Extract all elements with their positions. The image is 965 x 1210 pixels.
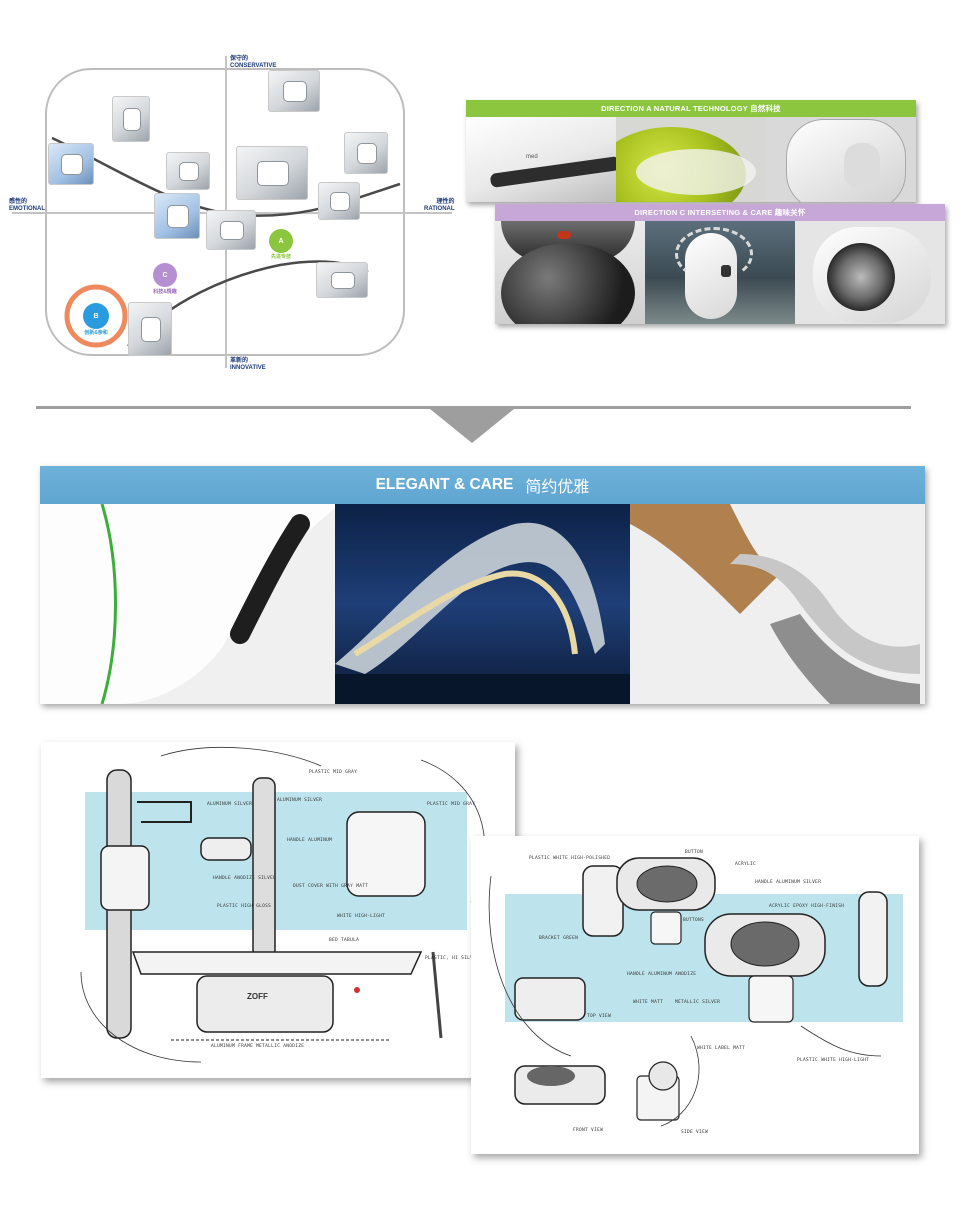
axis-top-label: 保守的 CONSERVATIVE xyxy=(230,56,276,70)
sketch-1-note-9: HANDLE ANODIZE SILVER xyxy=(213,876,277,881)
axis-left-cn: 感性的 xyxy=(9,199,28,205)
sketch-1-note-3: PLASTIC MID GRAY xyxy=(309,770,358,775)
direction-c-image-2 xyxy=(645,221,795,324)
product-thumb-8 xyxy=(154,193,200,239)
sketch-1-note-5: HANDLE ALUMINUM xyxy=(287,838,333,843)
sketch-2-note-1: PLASTIC WHITE HIGH-POLISHED xyxy=(529,856,611,861)
sketch-2-note-2: BUTTON xyxy=(685,850,704,855)
sketch-2-note-7: BRACKET GREEN xyxy=(539,936,579,941)
sketch-2-note-15: SIDE VIEW xyxy=(681,1130,709,1135)
sketch-1-note-4: PLASTIC MID GRAY xyxy=(427,802,476,807)
product-thumb-3 xyxy=(344,132,388,174)
sketch-1-note-2: ALUMINUM SILVER xyxy=(277,798,323,803)
sketch-2-note-6: BUTTONS xyxy=(683,918,705,923)
direction-c-caption: 科技&情趣 xyxy=(153,289,177,295)
axis-bottom-en: INNOVATIVE xyxy=(230,365,266,371)
elegant-image-3 xyxy=(630,504,925,704)
trend-curves xyxy=(51,136,401,348)
sketch-1-brand: ZOFF xyxy=(247,992,268,1001)
sketch-1-note-1: ALUMINUM SILVER xyxy=(207,802,253,807)
direction-c-title: DIRECTION C INTERSETING & CARE 趣味关怀 xyxy=(495,204,945,221)
axis-bottom-label: 革新的 INNOVATIVE xyxy=(230,358,266,372)
sketch-1-note-11: PLASTIC, HI SILVER PAINTING xyxy=(425,956,507,961)
direction-a-image-3 xyxy=(766,117,916,202)
axis-right-label: 理性的 RATIONAL xyxy=(424,199,455,213)
sketch-1-note-12: ALUMINUM FRAME METALLIC ANODIZE xyxy=(211,1044,305,1049)
product-thumb-7 xyxy=(318,182,360,220)
elegant-title-cn: 简约优雅 xyxy=(525,479,590,496)
direction-a-image-1: med xyxy=(466,117,616,202)
direction-c-letter: C xyxy=(162,271,168,279)
axis-left-label: 感性的 EMOTIONAL xyxy=(9,199,45,213)
sketch-2-drawing xyxy=(488,857,888,1127)
direction-c-board: DIRECTION C INTERSETING & CARE 趣味关怀 xyxy=(495,204,945,324)
direction-c-image-1 xyxy=(495,221,645,324)
sketch-1-note-8: WHITE HIGH-LIGHT xyxy=(337,914,386,919)
direction-b-caption: 创新&亲和 xyxy=(84,330,108,336)
axis-top-cn: 保守的 xyxy=(230,56,249,62)
sketch-2-note-14: FRONT VIEW xyxy=(573,1128,604,1133)
product-thumb-2 xyxy=(112,96,150,142)
direction-b-badge: B xyxy=(83,303,109,329)
product-thumb-5 xyxy=(166,152,210,190)
sketch-2-note-9: WHITE MATT xyxy=(633,1000,664,1005)
direction-c-badge: C xyxy=(153,263,177,287)
sketch-2: PLASTIC WHITE HIGH-POLISHED BUTTON ACRYL… xyxy=(471,836,919,1154)
sketch-2-note-8: HANDLE ALUMINUM ANODIZE xyxy=(627,972,697,977)
product-thumb-9 xyxy=(206,210,256,250)
axis-top-en: CONSERVATIVE xyxy=(230,63,277,69)
sketch-2-note-5: ACRYLIC EPOXY HIGH-FINISH xyxy=(769,904,845,909)
direction-c-image-3 xyxy=(795,221,945,324)
direction-b-letter: B xyxy=(93,312,99,320)
direction-b-ring xyxy=(64,284,128,348)
direction-a-letter: A xyxy=(278,237,284,245)
axis-bottom-cn: 革新的 xyxy=(230,358,249,364)
sketch-1-drawing xyxy=(80,746,486,1063)
direction-a-badge: A xyxy=(269,229,293,253)
axis-right-en: RATIONAL xyxy=(424,206,455,212)
direction-a-caption: 先进专技 xyxy=(270,254,291,260)
sketch-2-note-4: HANDLE ALUMINUM SILVER xyxy=(755,880,822,885)
axis-left-en: EMOTIONAL xyxy=(9,206,45,212)
sketch-2-note-13: PLASTIC WHITE HIGH-LIGHT xyxy=(797,1058,870,1063)
direction-a-title: DIRECTION A NATURAL TECHNOLOGY 自然科技 xyxy=(466,100,916,117)
product-thumb-6 xyxy=(236,146,308,200)
product-thumb-10 xyxy=(316,262,368,298)
sketch-1: ALUMINUM SILVER ALUMINUM SILVER PLASTIC … xyxy=(41,742,515,1078)
sketch-2-note-11: TOP VIEW xyxy=(587,1014,612,1019)
direction-a-board: DIRECTION A NATURAL TECHNOLOGY 自然科技 med xyxy=(466,100,916,202)
brand-mark: med xyxy=(526,154,538,160)
product-thumb-1 xyxy=(268,70,320,112)
axis-right-cn: 理性的 xyxy=(436,199,455,205)
elegant-care-board: ELEGANT & CARE 简约优雅 xyxy=(40,466,925,704)
sketch-1-note-7: DUST COVER WITH GRAY MATT xyxy=(293,884,369,889)
elegant-title-bar: ELEGANT & CARE 简约优雅 xyxy=(40,466,925,504)
elegant-image-2 xyxy=(335,504,630,704)
product-thumb-11 xyxy=(128,302,172,356)
section-divider xyxy=(36,406,911,409)
elegant-title-en: ELEGANT & CARE xyxy=(375,476,514,493)
sketch-1-note-6: PLASTIC HIGH GLOSS xyxy=(217,904,272,909)
direction-a-image-2 xyxy=(616,117,766,202)
sketch-1-note-10: BED TABULA xyxy=(329,938,360,943)
product-thumb-4 xyxy=(48,143,94,185)
sketch-2-note-10: METALLIC SILVER xyxy=(675,1000,721,1005)
sketch-2-note-3: ACRYLIC xyxy=(735,862,757,867)
down-arrow-icon xyxy=(430,409,514,443)
sketch-2-note-12: WHITE LABEL MATT xyxy=(697,1046,746,1051)
elegant-image-1 xyxy=(40,504,335,704)
